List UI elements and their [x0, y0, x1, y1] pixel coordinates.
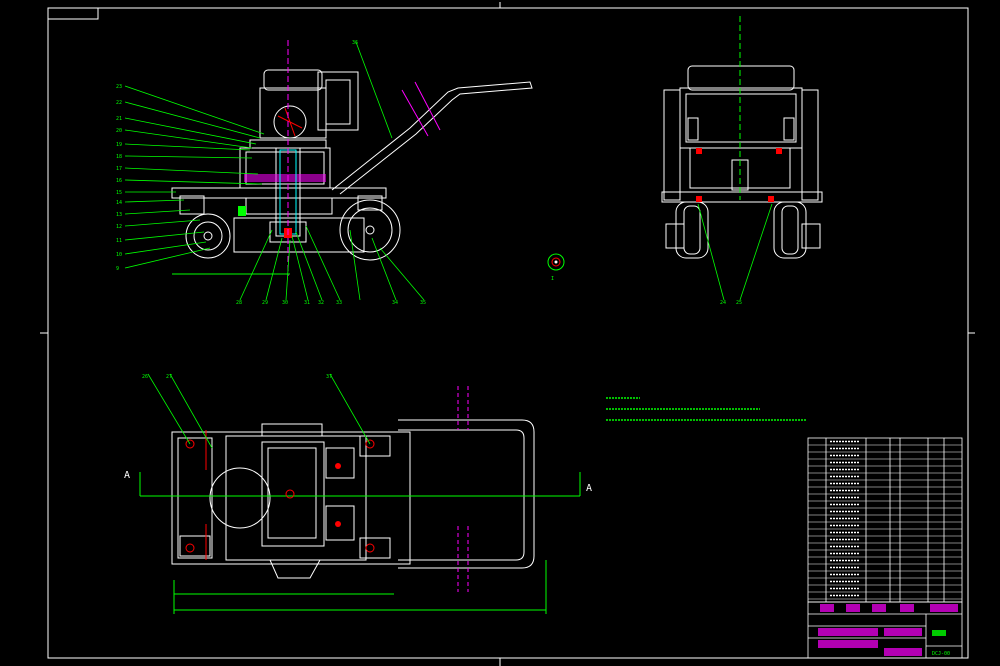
callout-15: 15 [116, 190, 122, 196]
parts-list [807, 437, 963, 603]
section-mark-left: A [124, 470, 130, 481]
callout-20: 20 [116, 128, 122, 134]
handle-callout: 36 [352, 40, 358, 46]
side-view [171, 69, 533, 261]
parts-list-rows [808, 440, 962, 600]
front-view-callouts: 24 25 [720, 300, 742, 306]
drawing-number: DCJ-00 [932, 651, 950, 657]
callout-27: 27 [166, 374, 172, 380]
title-block-fills [818, 604, 958, 656]
title-block [807, 601, 963, 659]
side-view-bottom-callouts: 28 29 30 31 32 33 34 35 [236, 300, 426, 306]
callout-35: 35 [420, 300, 426, 306]
side-view-callouts: 23 22 21 20 19 18 17 16 15 14 13 12 11 10 9 [116, 84, 122, 272]
front-view-details [696, 16, 782, 301]
callout-37: 37 [326, 374, 332, 380]
callout-17: 17 [116, 166, 122, 172]
callout-29: 29 [262, 300, 268, 306]
callout-31: 31 [304, 300, 310, 306]
callout-32: 32 [318, 300, 324, 306]
callout-28: 28 [236, 300, 242, 306]
plan-view [171, 419, 535, 579]
plan-view-callouts: 26 27 37 [142, 374, 332, 380]
section-mark-right: A [586, 483, 592, 494]
callout-12: 12 [116, 224, 122, 230]
callout-23: 23 [116, 84, 122, 90]
front-view [661, 65, 823, 259]
callout-25: 25 [736, 300, 742, 306]
callout-21: 21 [116, 116, 122, 122]
detail-label: I [551, 276, 554, 282]
callout-33: 33 [336, 300, 342, 306]
callout-22: 22 [116, 100, 122, 106]
detail-view: I [547, 253, 565, 282]
callout-34: 34 [392, 300, 398, 306]
callout-10: 10 [116, 252, 122, 258]
callout-11: 11 [116, 238, 122, 244]
side-view-details [172, 40, 326, 276]
callout-19: 19 [116, 142, 122, 148]
callout-13: 13 [116, 212, 122, 218]
callout-9: 9 [116, 266, 119, 272]
technical-notes [606, 397, 806, 421]
callout-16: 16 [116, 178, 122, 184]
callout-14: 14 [116, 200, 122, 206]
callout-26: 26 [142, 374, 148, 380]
callout-24: 24 [720, 300, 726, 306]
plan-view-details [139, 373, 581, 614]
callout-30: 30 [282, 300, 288, 306]
sheet-border [40, 2, 975, 666]
side-view-leaders [124, 41, 425, 301]
callout-18: 18 [116, 154, 122, 160]
